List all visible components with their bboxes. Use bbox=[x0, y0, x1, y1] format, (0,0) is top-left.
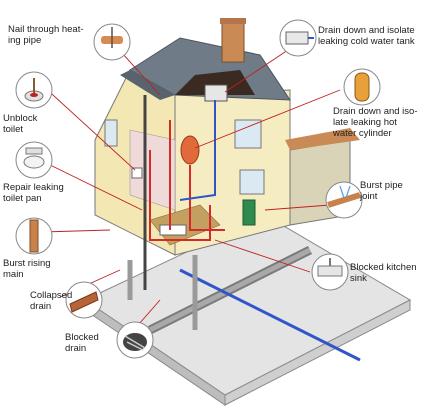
hot-cylinder-icon bbox=[343, 68, 381, 106]
burst-joint-icon bbox=[325, 181, 363, 219]
kitchen-sink-icon bbox=[311, 253, 349, 291]
blocked-drain-icon bbox=[116, 321, 154, 359]
label-burst-rising-main: Burst rising main bbox=[3, 258, 51, 280]
label-burst-pipe-joint: Burst pipe joint bbox=[360, 180, 403, 202]
label-blocked-drain: Blocked drain bbox=[65, 332, 99, 354]
label-hot-water-cylinder: Drain down and iso- late leaking hot wat… bbox=[333, 106, 418, 139]
unblock-toilet-icon bbox=[15, 71, 53, 109]
label-unblock-toilet: Unblock toilet bbox=[3, 113, 38, 135]
collapsed-drain-icon bbox=[65, 281, 103, 319]
callout-circles bbox=[15, 19, 381, 359]
toilet-pan-icon bbox=[15, 141, 53, 179]
label-repair-leaking-toilet-pan: Repair leaking toilet pan bbox=[3, 182, 64, 204]
label-collapsed-drain: Collapsed drain bbox=[30, 290, 73, 312]
leader-lines bbox=[41, 41, 341, 341]
water-pipes bbox=[143, 95, 225, 290]
nail-callout-icon bbox=[93, 23, 131, 61]
label-cold-water-tank: Drain down and isolate leaking cold wate… bbox=[318, 25, 415, 47]
ground-section bbox=[83, 214, 412, 406]
burst-main-icon bbox=[15, 217, 53, 255]
label-nail-through-heating-pipe: Nail through heat- ing pipe bbox=[8, 24, 84, 46]
label-blocked-kitchen-sink: Blocked kitchen sink bbox=[350, 262, 417, 284]
cold-tank-icon bbox=[279, 19, 317, 57]
house bbox=[94, 18, 360, 256]
